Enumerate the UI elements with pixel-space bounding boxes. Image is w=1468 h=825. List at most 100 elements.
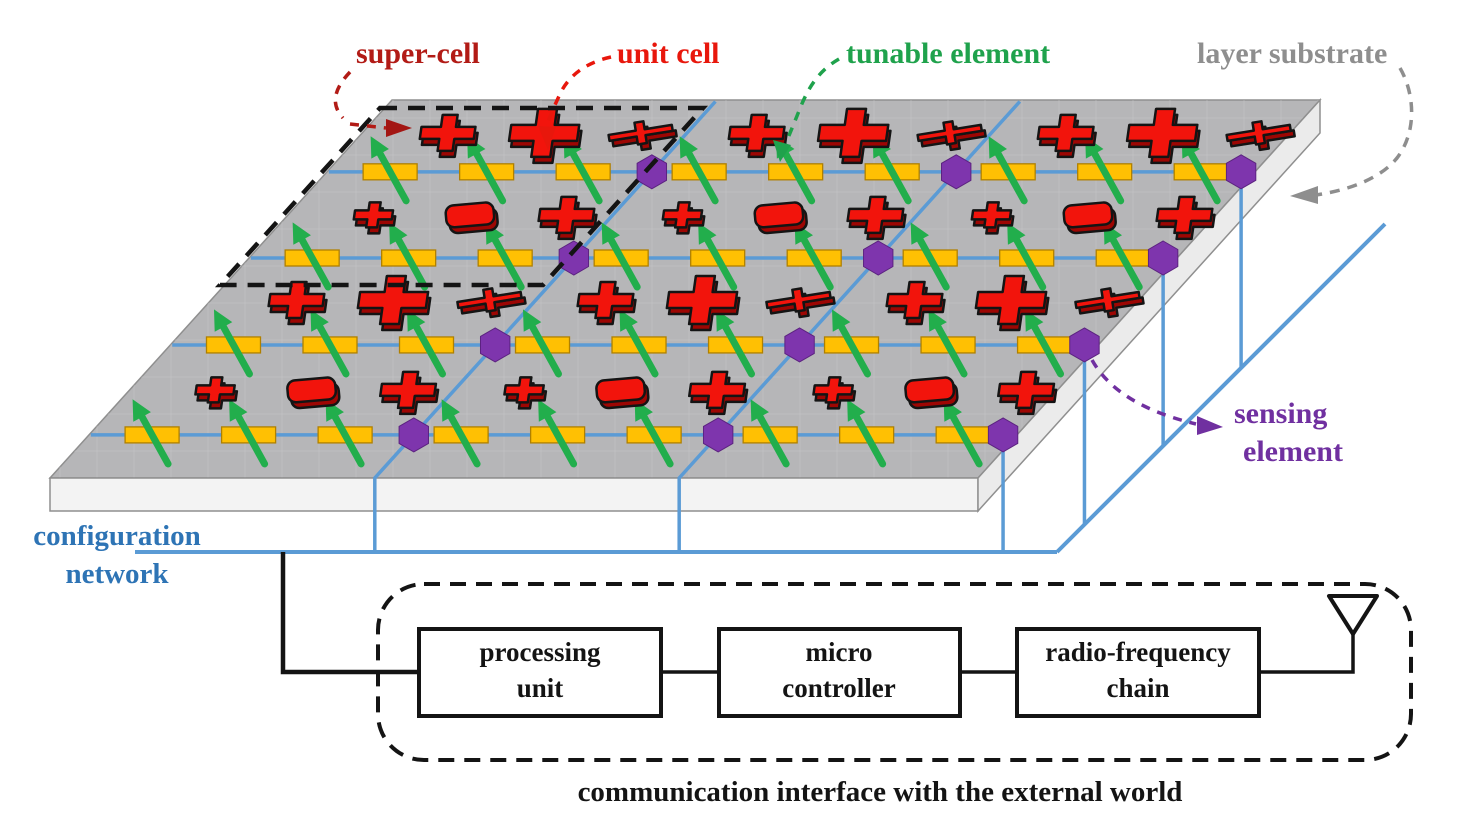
tunable-state-arrow-shaft [756, 413, 790, 468]
resonator-medium-cross [576, 280, 637, 326]
tunable-state-arrow-shaft [298, 236, 332, 291]
tunable-element [593, 222, 649, 291]
tunable-element [742, 399, 798, 468]
tunable-state-arrow-shaft [1013, 236, 1047, 291]
micro-controller-label-line2: controller [782, 673, 895, 703]
tunable-element [980, 136, 1036, 205]
tunable-state-arrow-shaft [529, 323, 563, 378]
sensing-element-label-line2: element [1243, 435, 1343, 468]
resonator-plate [595, 376, 650, 410]
connector-rf-antenna [1259, 634, 1355, 674]
tunable-element [671, 136, 727, 205]
tunable-element [317, 399, 373, 468]
micro-controller-label-line1: micro [806, 637, 873, 667]
tunable-state-arrow-icon [132, 399, 151, 422]
tunable-state-arrow-shaft [569, 150, 603, 205]
tunable-state-arrow-icon [538, 399, 557, 422]
tunable-element [626, 399, 682, 468]
sensing-element-label-line1: sensing [1234, 397, 1327, 430]
resonator-small-cross [812, 376, 857, 410]
tunable-element [381, 222, 437, 291]
resonator-plate [904, 376, 959, 410]
resonator-face [916, 120, 983, 146]
resonator-face [1036, 113, 1095, 153]
resonator-medium-cross [418, 113, 479, 159]
resonator-small-cross [970, 201, 1015, 235]
resonator-large-cross [974, 274, 1050, 332]
tunable-state-arrow-icon [619, 309, 638, 332]
sensing-element-hexagon [479, 327, 511, 363]
tunable-state-arrow-icon [928, 309, 947, 332]
tunable-element-callout: tunable element [773, 37, 1050, 162]
configuration-network-callout: configuration network [33, 520, 201, 590]
super-cell-leader [333, 70, 387, 130]
substrate-front-face [49, 477, 979, 512]
tunable-state-arrow-shaft [994, 150, 1028, 205]
resonator-face [1155, 195, 1214, 235]
resonator-face [1062, 201, 1114, 229]
tunable-state-arrow-shaft [934, 323, 968, 378]
tunable-state-arrow-shaft [413, 323, 447, 378]
layer-substrate-callout: layer substrate [1197, 37, 1414, 204]
tunable-state-arrow-shaft [395, 236, 429, 291]
tunable-state-arrow-shaft [838, 323, 872, 378]
tunable-state-arrow-icon [988, 136, 1007, 159]
tunable-state-arrow-shaft [219, 323, 253, 378]
tunable-state-arrow-shaft [447, 413, 481, 468]
tunable-element [514, 309, 571, 378]
tunable-element [999, 222, 1055, 291]
sensing-element-callout: sensing element [1090, 359, 1343, 468]
layer-substrate-leader [1315, 67, 1414, 197]
tunable-state-arrow-icon [832, 309, 851, 332]
resonator-face [974, 274, 1048, 326]
resonator-face [970, 201, 1013, 229]
sensing-element-hexagon [987, 417, 1019, 453]
resonator-face [753, 201, 805, 229]
tunable-state-arrow-shaft [1187, 150, 1221, 205]
tunable-state-arrow-icon [389, 222, 408, 245]
tunable-state-arrow-shaft [800, 236, 834, 291]
tunable-element [220, 399, 277, 468]
resonator-thin-cross [1074, 287, 1145, 319]
resonator-face [1125, 107, 1199, 159]
tunable-element [920, 309, 976, 378]
resonator-plate [1062, 201, 1117, 235]
resonator-face [378, 370, 438, 410]
super-cell-outline [214, 105, 709, 288]
tunable-element [205, 309, 262, 378]
tunable-state-arrow-shaft [640, 413, 674, 468]
resonator-face [661, 201, 704, 229]
tunable-element-label: tunable element [846, 37, 1050, 70]
resonator-face [352, 201, 395, 229]
tunable-state-arrow-shaft [316, 323, 350, 378]
sensing-element-hexagon [1225, 154, 1257, 190]
resonator-thin-cross [765, 287, 836, 319]
tunable-element [611, 309, 667, 378]
resonator-plate [753, 201, 808, 235]
tunable-state-arrow-shaft [376, 150, 410, 205]
resonator-small-cross [661, 201, 706, 235]
tunable-state-arrow-shaft [949, 413, 983, 468]
super-cell-callout: super-cell [333, 37, 480, 137]
tunable-state-arrow-shaft [331, 413, 365, 468]
tunable-element-leader [784, 57, 840, 144]
tunable-state-arrow-shaft [916, 236, 950, 291]
resonator-large-cross [816, 107, 892, 165]
tunable-state-arrow-shaft [853, 413, 887, 468]
tunable-element [839, 399, 895, 468]
tunable-element [284, 222, 340, 291]
resonator-face [595, 376, 647, 404]
sensing-element-hexagon [784, 327, 815, 363]
resonator-face [356, 274, 430, 326]
sensing-element-arrowhead-icon [1197, 416, 1223, 435]
tunable-element [786, 222, 842, 291]
tunable-element [902, 222, 958, 291]
tunable-state-arrow-icon [523, 309, 542, 332]
sensing-element-hexagon [702, 417, 734, 453]
layer-substrate-arrowhead-icon [1290, 186, 1318, 204]
tunable-state-arrow-icon [310, 309, 329, 332]
tunable-state-arrow-shaft [473, 150, 507, 205]
tunable-state-arrow-shaft [722, 323, 756, 378]
